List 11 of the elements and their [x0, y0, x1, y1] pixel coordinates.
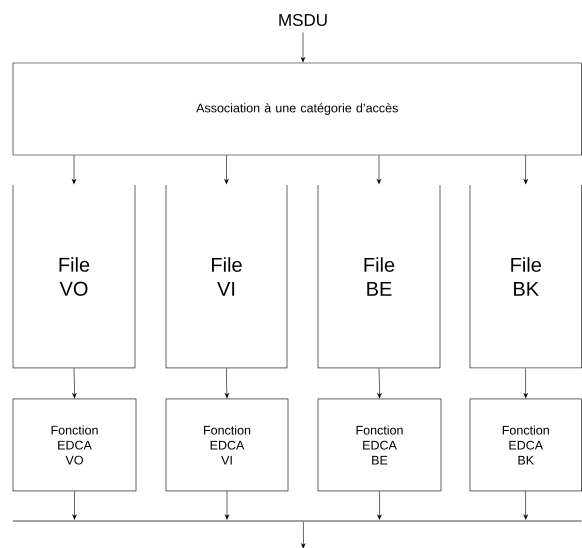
classifier-box: Association à une catégorie d’accès — [12, 62, 582, 156]
queue-box: File BE — [318, 184, 440, 368]
queue-box: File VI — [166, 184, 288, 368]
input-label: MSDU — [279, 14, 327, 26]
function-box: Fonction EDCA VI — [166, 398, 288, 492]
function-box: Fonction EDCA BE — [318, 398, 442, 492]
function-box: Fonction EDCA VO — [12, 398, 136, 492]
bus-line — [13, 520, 582, 522]
queue-box: File VO — [12, 184, 136, 368]
queue-box: File BK — [470, 184, 582, 368]
function-box: Fonction EDCA BK — [470, 398, 582, 492]
